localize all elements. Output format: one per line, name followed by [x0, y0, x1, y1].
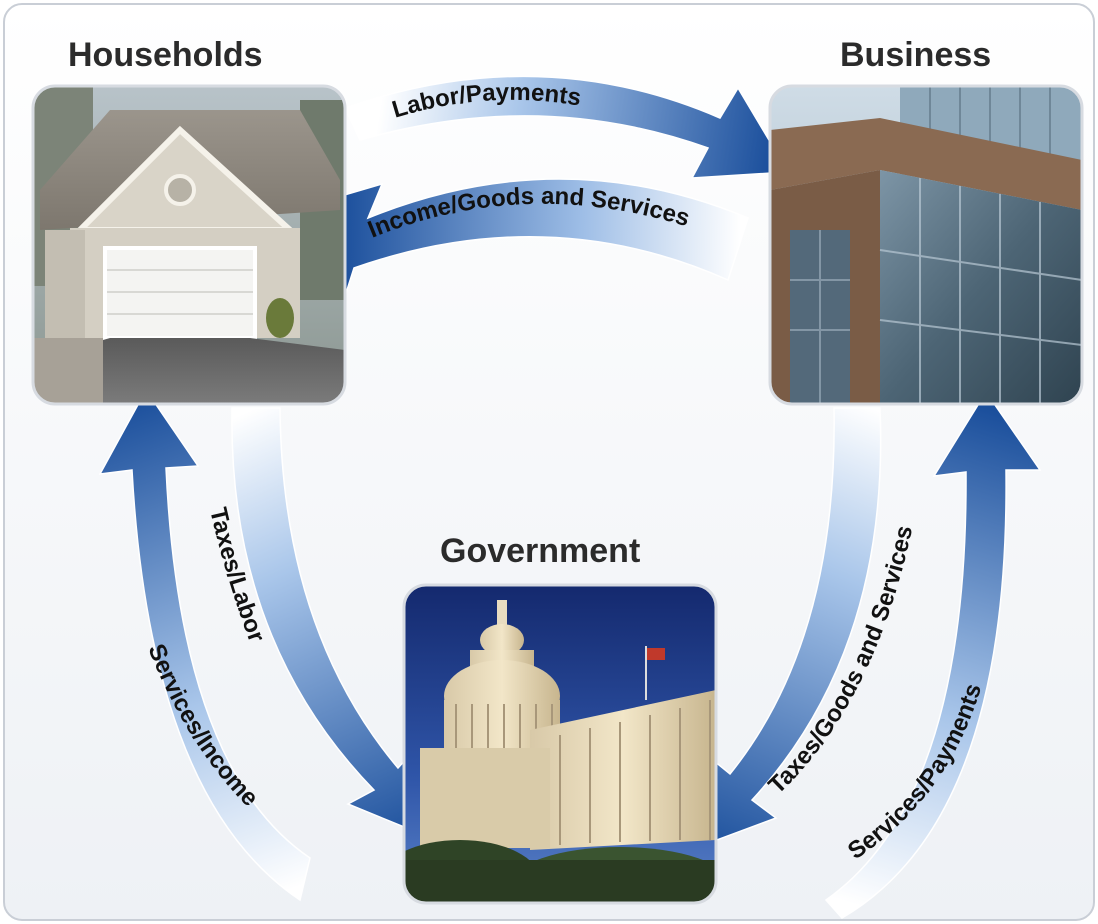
government-photo — [404, 585, 716, 903]
households-title: Households — [68, 36, 263, 74]
business-photo — [770, 86, 1082, 404]
business-title: Business — [840, 36, 991, 74]
arrow-services-payments — [824, 390, 1042, 919]
government-title: Government — [440, 532, 640, 570]
households-photo — [33, 86, 345, 404]
